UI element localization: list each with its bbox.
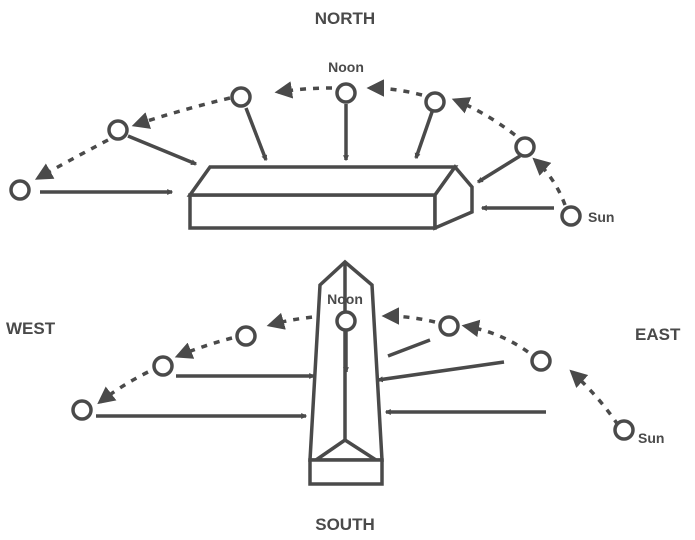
bottom-sun-label: Sun (638, 430, 664, 446)
bottom-path-segment (569, 369, 620, 426)
sun-marker-sunrise (613, 419, 635, 441)
bottom-path-segment (97, 370, 149, 405)
sun-marker (424, 91, 446, 113)
sun-marker (530, 350, 552, 372)
sun-marker (152, 355, 174, 377)
south-label: SOUTH (315, 515, 375, 534)
top-building (186, 164, 474, 231)
west-label: WEST (6, 319, 56, 338)
top-noon-label: Noon (328, 59, 364, 75)
top-ray-afternoon (127, 134, 198, 166)
sun-marker (107, 119, 129, 141)
bottom-path-segment (381, 307, 436, 325)
bottom-suns (71, 310, 635, 441)
top-path-segment (34, 138, 109, 180)
sun-marker-sunrise (560, 205, 582, 227)
top-path-segment (131, 96, 231, 129)
sun-marker (514, 136, 536, 158)
top-path-segment (532, 157, 567, 206)
east-label: EAST (635, 325, 681, 344)
sun-marker-noon (335, 310, 357, 332)
top-path-segment (274, 81, 333, 99)
top-building-gable-end (433, 164, 474, 231)
sun-marker (71, 399, 93, 421)
sun-marker-noon (335, 82, 357, 104)
sun-marker (230, 86, 252, 108)
top-suns (9, 82, 582, 227)
sun-marker (438, 315, 460, 337)
top-building-roof (186, 165, 459, 197)
sun-marker (9, 179, 31, 201)
bottom-ray-late-morning (387, 338, 431, 358)
sun-marker (235, 325, 257, 347)
bottom-noon-label: Noon (327, 291, 363, 307)
top-ray-early-afternoon (244, 107, 268, 162)
top-sun-label: Sun (588, 209, 614, 225)
bottom-path-segment (174, 336, 233, 359)
top-path-segment (366, 79, 423, 97)
bottom-path-segment (461, 319, 530, 354)
top-ray-morning (476, 154, 521, 184)
bottom-sun-rays (96, 330, 546, 419)
bottom-building-end-wall (308, 458, 384, 486)
top-sun-path (34, 79, 567, 206)
top-path-segment (451, 97, 517, 137)
top-ray-late-morning (414, 111, 434, 160)
north-label: NORTH (315, 9, 375, 28)
top-building-front-wall (188, 193, 437, 230)
top-sun-rays (40, 104, 554, 211)
bottom-ray-morning (376, 360, 505, 383)
